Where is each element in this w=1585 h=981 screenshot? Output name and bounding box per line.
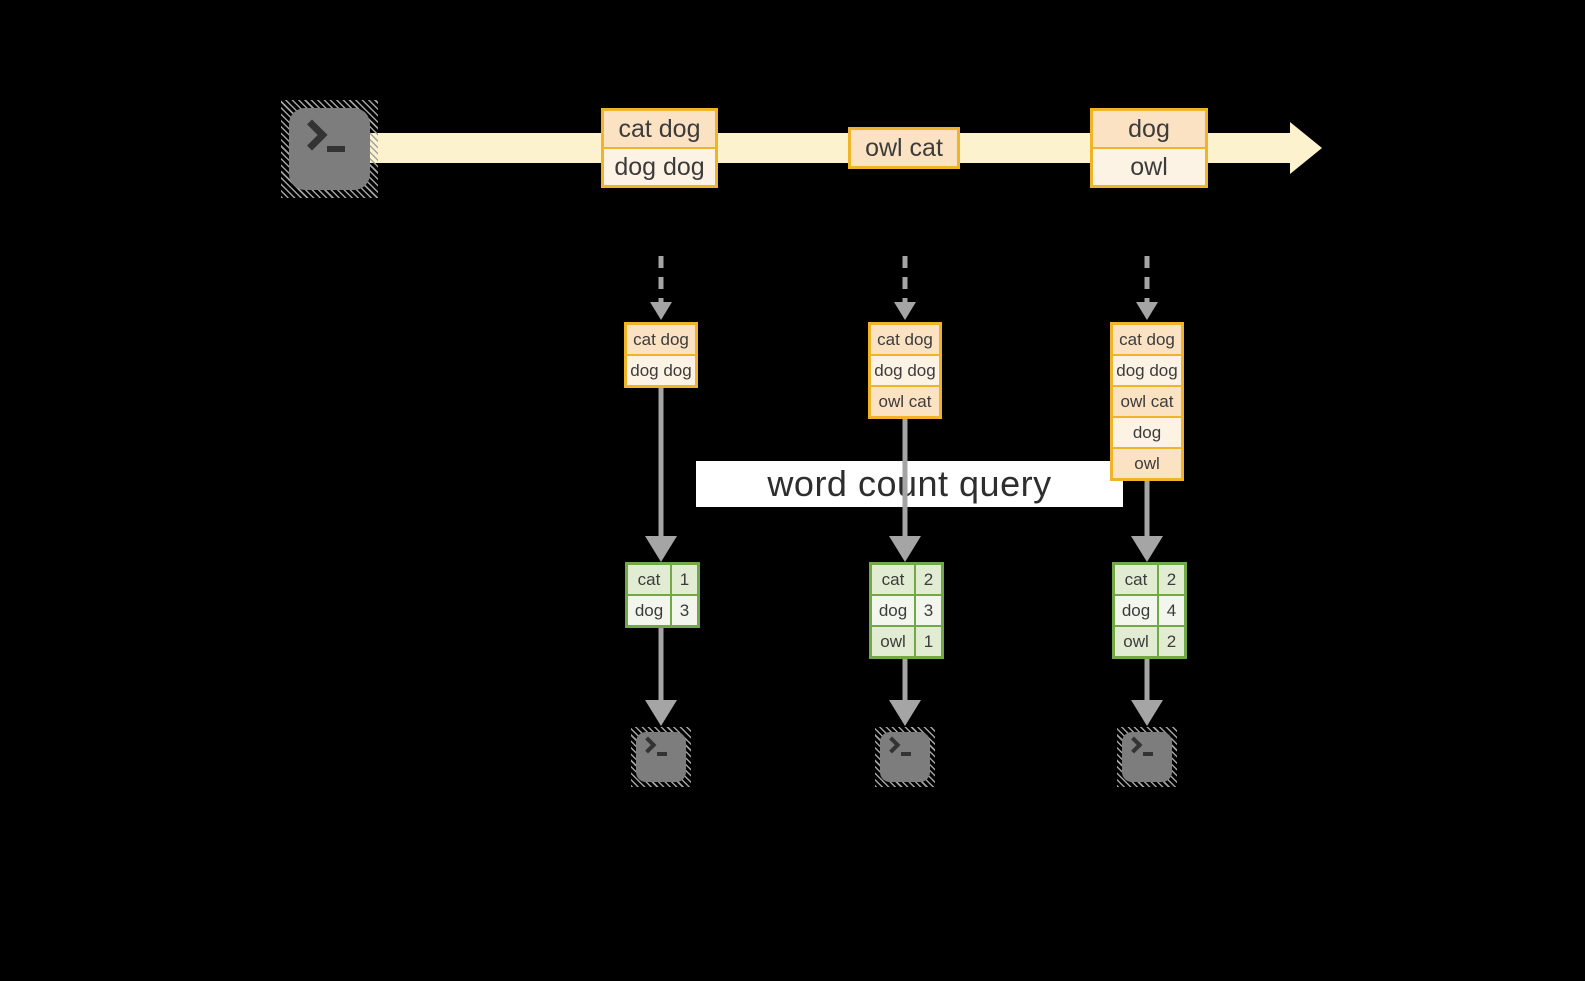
- count-row: owl 2: [1115, 627, 1184, 656]
- stream-event-batch-1: cat dog dog dog: [601, 108, 718, 188]
- count-row: cat 2: [1115, 565, 1184, 594]
- terminal-screen: [636, 732, 686, 782]
- event-record: cat dog: [604, 111, 715, 147]
- ingest-arrowhead-1: [650, 302, 672, 320]
- count-word: owl: [1115, 627, 1157, 656]
- count-word: dog: [628, 596, 670, 625]
- ingest-arrow-dashed-3: [1144, 256, 1150, 302]
- query-arrow-3: [1144, 481, 1150, 540]
- stream-event-batch-2: owl cat: [848, 127, 960, 169]
- count-value: 4: [1159, 596, 1184, 625]
- count-word: dog: [872, 596, 914, 625]
- sink-terminal-icon-3: [1117, 727, 1177, 787]
- buffer-record: owl: [1113, 449, 1181, 478]
- sink-terminal-icon-2: [875, 727, 935, 787]
- output-arrowhead-1: [645, 700, 677, 726]
- output-arrowhead-2: [889, 700, 921, 726]
- count-row: owl 1: [872, 627, 941, 656]
- window-buffer-3: cat dog dog dog owl cat dog owl: [1110, 322, 1184, 481]
- buffer-record: dog dog: [1113, 356, 1181, 385]
- sink-terminal-icon-1: [631, 727, 691, 787]
- query-arrow-2: [902, 419, 908, 540]
- buffer-record: dog dog: [871, 356, 939, 385]
- ingest-arrow-dashed-1: [658, 256, 664, 302]
- stream-event-batch-3: dog owl: [1090, 108, 1208, 188]
- event-record: dog dog: [604, 149, 715, 185]
- event-record: owl: [1093, 149, 1205, 185]
- count-value: 3: [916, 596, 941, 625]
- source-terminal-icon: [281, 100, 378, 198]
- output-arrow-3: [1144, 659, 1150, 704]
- buffer-record: dog: [1113, 418, 1181, 447]
- buffer-record: cat dog: [1113, 325, 1181, 354]
- prompt-cursor-icon: [327, 146, 345, 152]
- terminal-screen: [1122, 732, 1172, 782]
- buffer-record: cat dog: [627, 325, 695, 354]
- stream-timeline-arrowhead: [1290, 122, 1322, 174]
- count-value: 1: [672, 565, 697, 594]
- buffer-record: owl cat: [1113, 387, 1181, 416]
- count-word: cat: [1115, 565, 1157, 594]
- query-arrowhead-1: [645, 536, 677, 562]
- output-arrow-2: [902, 659, 908, 704]
- count-value: 2: [916, 565, 941, 594]
- count-row: dog 4: [1115, 596, 1184, 625]
- event-record: owl cat: [851, 130, 957, 166]
- count-row: dog 3: [872, 596, 941, 625]
- window-buffer-2: cat dog dog dog owl cat: [868, 322, 942, 419]
- ingest-arrowhead-3: [1136, 302, 1158, 320]
- buffer-record: owl cat: [871, 387, 939, 416]
- terminal-screen: [880, 732, 930, 782]
- prompt-cursor-icon: [657, 752, 667, 756]
- count-word: cat: [872, 565, 914, 594]
- count-value: 2: [1159, 565, 1184, 594]
- output-arrowhead-3: [1131, 700, 1163, 726]
- ingest-arrowhead-2: [894, 302, 916, 320]
- window-buffer-1: cat dog dog dog: [624, 322, 698, 388]
- count-word: owl: [872, 627, 914, 656]
- word-count-query-label: word count query: [696, 461, 1123, 507]
- prompt-cursor-icon: [901, 752, 911, 756]
- query-arrow-1: [658, 388, 664, 540]
- count-word: cat: [628, 565, 670, 594]
- query-arrowhead-3: [1131, 536, 1163, 562]
- prompt-cursor-icon: [1143, 752, 1153, 756]
- ingest-arrow-dashed-2: [902, 256, 908, 302]
- count-table-3: cat 2 dog 4 owl 2: [1112, 562, 1187, 659]
- count-word: dog: [1115, 596, 1157, 625]
- count-row: cat 2: [872, 565, 941, 594]
- query-arrowhead-2: [889, 536, 921, 562]
- buffer-record: cat dog: [871, 325, 939, 354]
- event-record: dog: [1093, 111, 1205, 147]
- count-value: 2: [1159, 627, 1184, 656]
- count-value: 1: [916, 627, 941, 656]
- count-table-2: cat 2 dog 3 owl 1: [869, 562, 944, 659]
- buffer-record: dog dog: [627, 356, 695, 385]
- count-row: cat 1: [628, 565, 697, 594]
- count-value: 3: [672, 596, 697, 625]
- output-arrow-1: [658, 628, 664, 704]
- count-table-1: cat 1 dog 3: [625, 562, 700, 628]
- count-row: dog 3: [628, 596, 697, 625]
